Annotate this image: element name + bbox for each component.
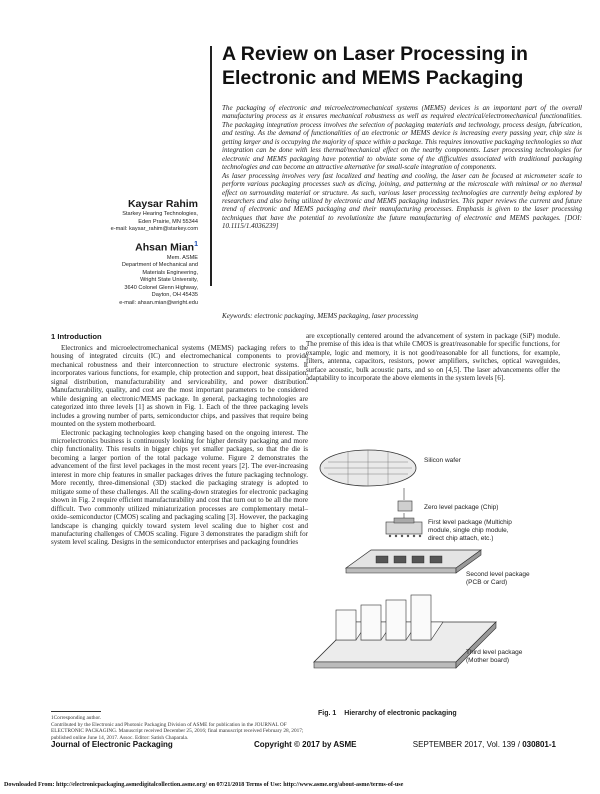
abstract-paragraph-2: As laser processing involves very fast l… bbox=[222, 171, 582, 231]
chip-graphic bbox=[397, 500, 413, 512]
journal-name: Journal of Electronic Packaging bbox=[51, 740, 173, 749]
abstract: The packaging of electronic and microele… bbox=[222, 104, 582, 231]
issue-date-volume: SEPTEMBER 2017, Vol. 139 / bbox=[412, 740, 520, 749]
footnote-rule bbox=[51, 711, 101, 712]
figure-number: Fig. 1 bbox=[318, 710, 337, 717]
issue-info: SEPTEMBER 2017, Vol. 139 / 030801-1 bbox=[413, 740, 556, 749]
author-name-2: Ahsan Mian1 bbox=[135, 241, 198, 254]
column-left: Electronics and microelectromechanical s… bbox=[51, 344, 308, 547]
second-level-board-graphic bbox=[344, 549, 483, 574]
label-second-level-1: Second level package bbox=[466, 571, 530, 578]
author-email-2[interactable]: e-mail: ahsan.mian@wright.edu bbox=[119, 300, 198, 307]
author-block-1: Kaysar Rahim Starkey Hearing Technologie… bbox=[111, 198, 198, 234]
footnote: 1Corresponding author. Contributed by th… bbox=[51, 715, 308, 741]
paper-title: A Review on Laser Processing in Electron… bbox=[222, 43, 528, 89]
silicon-wafer-graphic bbox=[319, 449, 417, 487]
label-silicon-wafer: Silicon wafer bbox=[424, 457, 462, 464]
figure-caption-text: Hierarchy of electronic packaging bbox=[344, 710, 457, 717]
first-level-package-graphic bbox=[385, 517, 423, 538]
label-second-level-2: (PCB or Card) bbox=[466, 579, 507, 586]
affiliation-1-line-1: Starkey Hearing Technologies, bbox=[122, 211, 198, 217]
author-email-1[interactable]: e-mail: kaysar_rahim@starkey.com bbox=[110, 226, 198, 233]
affiliation-2-line-6: Dayton, OH 45435 bbox=[151, 292, 198, 299]
keywords: Keywords: electronic packaging, MEMS pac… bbox=[222, 312, 419, 320]
corresponding-marker[interactable]: 1 bbox=[194, 241, 198, 248]
footnote-manuscript: Contributed by the Electronic and Photon… bbox=[51, 721, 304, 741]
intro-paragraph-2: Electronic packaging technologies keep c… bbox=[51, 428, 308, 547]
affiliation-2-line-5: 3640 Colonel Glenn Highway, bbox=[124, 284, 198, 291]
intro-paragraph-1: Electronics and microelectromechanical s… bbox=[51, 344, 308, 429]
copyright: Copyright © 2017 by ASME bbox=[254, 740, 357, 749]
footnote-corresponding: 1Corresponding author. bbox=[51, 715, 102, 721]
affiliation-2-line-3: Materials Engineering, bbox=[142, 269, 198, 276]
author-name-1: Kaysar Rahim bbox=[127, 198, 198, 210]
label-first-level-3: direct chip attach, etc.) bbox=[428, 535, 493, 542]
download-notice[interactable]: Downloaded From: http://electronicpackag… bbox=[4, 782, 404, 788]
section-heading-introduction: 1 Introduction bbox=[51, 332, 102, 341]
affiliation-1-line-2: Eden Prairie, MN 55344 bbox=[138, 218, 198, 225]
label-first-level-2: module, single chip module, bbox=[428, 527, 509, 534]
page-number: 030801-1 bbox=[522, 740, 556, 749]
label-third-level-1: Third level package bbox=[466, 649, 523, 656]
affiliation-2-line-2: Department of Mechanical and bbox=[121, 262, 198, 269]
figure-1-hierarchy: Silicon wafer Zero level package (Chip) … bbox=[313, 449, 530, 669]
affiliation-2-line-4: Wright State University, bbox=[140, 277, 198, 284]
label-third-level-2: (Mother board) bbox=[466, 657, 509, 664]
author-block-2: Ahsan Mian1 Mem. ASME Department of Mech… bbox=[119, 241, 198, 308]
label-zero-level: Zero level package (Chip) bbox=[424, 504, 498, 511]
abstract-paragraph-1: The packaging of electronic and microele… bbox=[222, 104, 582, 172]
figure-caption: Fig. 1 Hierarchy of electronic packaging bbox=[318, 710, 465, 717]
column-right: are exceptionally centered around the ad… bbox=[306, 332, 560, 383]
affiliation-2-line-1: Mem. ASME bbox=[166, 254, 198, 261]
label-first-level-1: First level package (Multichip bbox=[428, 519, 512, 526]
title-rule bbox=[210, 46, 212, 286]
intro-paragraph-3: are exceptionally centered around the ad… bbox=[306, 332, 560, 383]
third-level-motherboard-graphic bbox=[313, 594, 497, 669]
